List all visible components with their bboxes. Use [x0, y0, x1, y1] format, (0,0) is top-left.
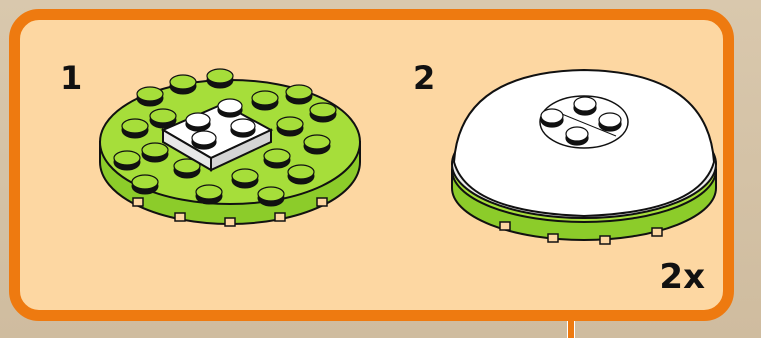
- white-dish-on-green-round-plate-icon: [440, 52, 730, 252]
- quantity-multiplier: 2x: [659, 260, 705, 294]
- step-connector-line: [567, 321, 575, 338]
- step-number-2: 2: [413, 62, 435, 94]
- step-number-1: 1: [60, 62, 82, 94]
- green-round-plate-with-white-plate-icon: [95, 58, 365, 248]
